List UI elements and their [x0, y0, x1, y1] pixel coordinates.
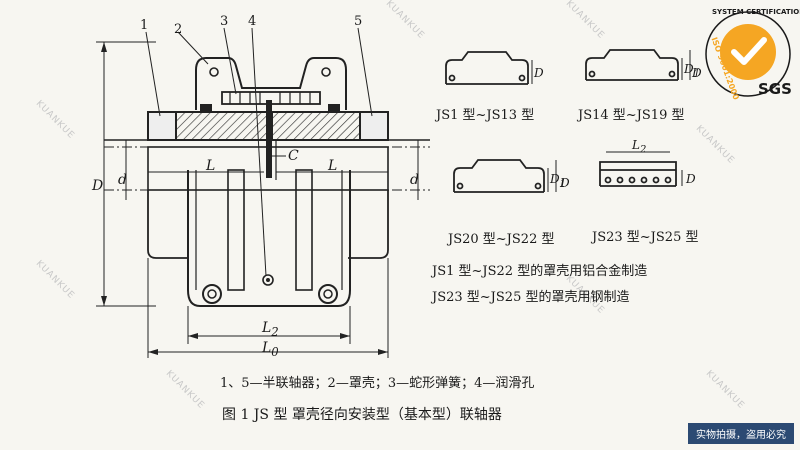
variant2-D: D	[692, 66, 702, 80]
variant-label-js14-19: JS14 型~JS19 型	[578, 108, 685, 123]
parts-legend: 1、5—半联轴器；2—罩壳；3—蛇形弹簧；4—润滑孔	[220, 376, 535, 391]
variant4-D: D	[686, 172, 696, 186]
dim-L0: L0	[262, 340, 279, 359]
hub-right-body	[348, 190, 389, 259]
dim-L-left: L	[206, 158, 216, 174]
hub-left-body	[147, 190, 188, 259]
cover-bolt-hole-left	[209, 67, 219, 77]
variant4-L2: L2	[632, 138, 647, 156]
variant-label-js20-22: JS20 型~JS22 型	[448, 232, 555, 247]
callout-4: 4	[248, 14, 257, 29]
variant-sketches	[445, 49, 691, 193]
cover-bolt-lower-right	[318, 284, 338, 304]
dim-D: D	[92, 178, 104, 194]
copyright-badge: 实物拍摄，盗用必究	[688, 423, 794, 444]
callout-2: 2	[174, 22, 183, 37]
cover-bolt-hole-right	[321, 67, 331, 77]
variant3-D1: D1	[550, 172, 566, 190]
dim-d-left: d	[118, 172, 127, 188]
variant3-D: D	[560, 176, 570, 190]
cover-outline	[195, 57, 347, 110]
dim-d-right: d	[410, 172, 419, 188]
callout-3: 3	[220, 14, 229, 29]
dim-L-right: L	[328, 158, 338, 174]
dim-L2: L2	[262, 320, 279, 339]
logo-top-text: SYSTEM CERTIFICATION	[712, 8, 800, 16]
figure-caption: 图 1 JS 型 罩壳径向安装型（基本型）联轴器	[222, 407, 502, 423]
lubrication-hole	[262, 274, 274, 286]
dim-C: C	[288, 148, 299, 164]
note-aluminum-cover: JS1 型~JS22 型的罩壳用铝合金制造	[432, 264, 648, 279]
callout-5: 5	[354, 14, 363, 29]
logo-brand: SGS	[758, 80, 792, 98]
cover-bolt-lower-left	[202, 284, 222, 304]
variant1-D: D	[534, 66, 544, 80]
sgs-certification-logo	[705, 11, 791, 97]
note-steel-cover: JS23 型~JS25 型的罩壳用钢制造	[432, 290, 630, 305]
cover-lower	[187, 170, 351, 307]
callout-1: 1	[140, 18, 149, 33]
variant-label-js23-25: JS23 型~JS25 型	[592, 230, 699, 245]
variant-label-js1-13: JS1 型~JS13 型	[436, 108, 535, 123]
variant2-D1: D1	[684, 62, 700, 80]
